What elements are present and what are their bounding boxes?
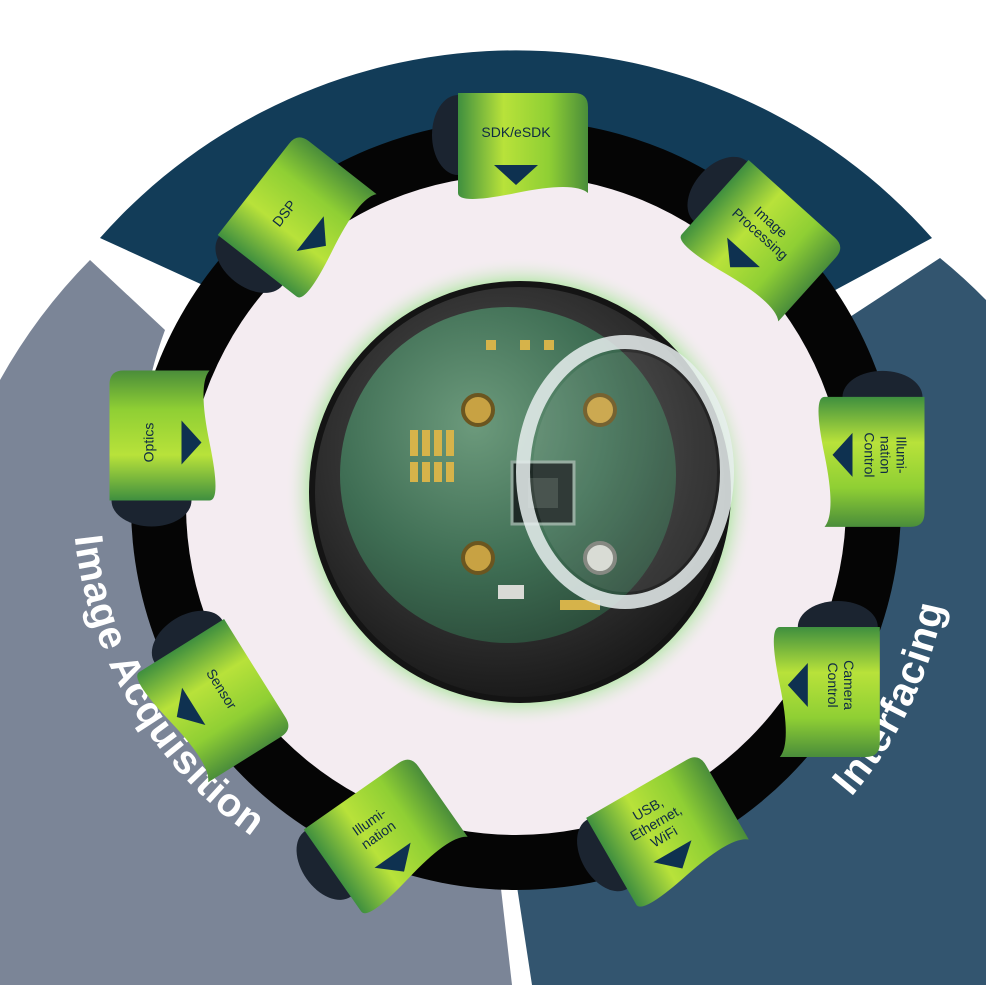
tab-image-processing: ImageProcessing (680, 156, 841, 322)
tab-ribbon (109, 370, 216, 501)
tab-label-line: Control (862, 432, 878, 477)
tab-pointer-icon (374, 842, 411, 872)
tab-label-line: SDK/eSDK (481, 124, 551, 140)
tab-ribbon (586, 757, 749, 907)
tab-ribbon (818, 396, 925, 527)
tab-ribbon (458, 93, 588, 199)
tab-ribbon (303, 759, 468, 914)
tab-label: Optics (141, 423, 157, 463)
tab-pointer-icon (832, 432, 853, 477)
tab-usb-ethernet-wifi: USB,Ethernet,WiFi (577, 757, 749, 907)
tab-ribbon (680, 160, 841, 322)
tab-pointer-icon (727, 237, 760, 268)
tab-label: Illumi-nationControl (862, 432, 910, 477)
tab-illumination-control: Illumi-nationControl (818, 370, 925, 527)
tab-label-line: Control (825, 662, 841, 707)
camera-module (285, 257, 755, 727)
tab-sdk: SDK/eSDK (432, 93, 588, 199)
tab-camera-control: CameraControl (773, 601, 880, 757)
tab-sensor: Sensor (137, 610, 289, 783)
capability-tabs: SDK/eSDKImageProcessingIllumi-nationCont… (109, 93, 925, 914)
tab-label: CameraControl (825, 660, 857, 710)
sector-title-intelligence: Intelligence (388, 0, 641, 53)
tab-pointer-icon (494, 165, 538, 185)
tab-pointer-icon (296, 216, 326, 251)
tab-optics: Optics (109, 370, 216, 527)
tab-label-line: nation (878, 436, 894, 474)
tab-ribbon (217, 137, 377, 298)
board-pads (410, 340, 600, 610)
tab-ribbon (773, 627, 880, 757)
tab-pointer-icon (653, 840, 692, 869)
mounting-holes (461, 393, 617, 575)
tab-label-line: Optics (141, 423, 157, 463)
tab-label-line: Camera (841, 660, 857, 710)
lens-ring (516, 335, 734, 609)
tab-illumination: Illumi-nation (296, 759, 468, 914)
tab-ribbon (137, 619, 289, 783)
tab-label-line: Illumi- (894, 436, 910, 474)
tab-pointer-icon (787, 663, 808, 707)
tab-label: SDK/eSDK (481, 124, 551, 140)
tab-pointer-icon (181, 420, 202, 465)
tab-pointer-icon (176, 687, 206, 726)
tab-dsp: DSP (215, 137, 377, 298)
